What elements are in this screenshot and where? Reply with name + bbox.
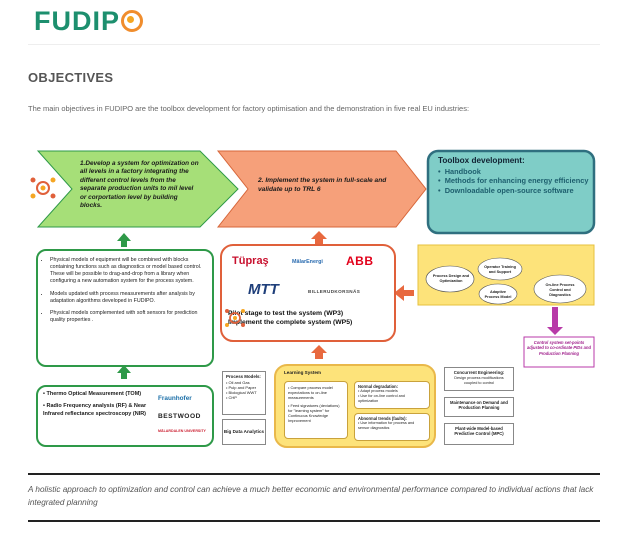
process-models-list: • Oil and Gas • Pulp and Paper • Biologi… <box>226 379 257 401</box>
toolbox-content: Toolbox development: • Handbook • Method… <box>438 156 590 195</box>
up-arrow-2 <box>117 365 131 379</box>
mdh-logo: MÄLARDALEN UNIVERSITY <box>158 429 206 433</box>
cloud-2: Operator Training and Support <box>484 265 516 274</box>
fraunhofer-logo: Fraunhofer <box>158 395 192 402</box>
learning-title: Learning System <box>284 370 322 375</box>
arrow-2-shape <box>216 150 427 228</box>
sensor-item-2: • Radio Frequency analysis (RF) & Near I… <box>43 403 147 417</box>
mpc-box: Plant-wide Model-based Predictive Contro… <box>444 423 514 445</box>
learning-left-box: • Compare process model expectations to … <box>284 381 348 439</box>
process-models-title: Process Models: <box>226 374 261 379</box>
abnormal-trends-box: Abnormal trends (faults): • Use informat… <box>354 413 430 441</box>
down-arrow <box>547 307 563 335</box>
setpoints-note-shape <box>523 336 595 368</box>
toolbox-item: • Methods for enhancing energy efficienc… <box>438 176 589 186</box>
caption-divider-bottom <box>28 520 600 522</box>
tupras-logo: Tüpraş <box>232 255 269 267</box>
objectives-figure: 1.Develop a system for optimization on a… <box>28 145 600 455</box>
caption-divider-top <box>28 473 600 475</box>
toolbox-title: Toolbox development: <box>438 156 525 165</box>
logo-text: FUDIP <box>34 6 120 36</box>
toolbox-box-shape <box>426 149 596 235</box>
big-data-box: Big Data Analytics <box>222 419 266 445</box>
up-arrow-1 <box>117 233 131 247</box>
pilot-box-shape <box>220 244 396 342</box>
sensor-item-1: • Thermo Optical Measurement (TOM) <box>43 391 142 397</box>
models-item-3: Physical models complemented with soft s… <box>50 310 206 324</box>
concurrent-engineering-box: Concurrent Engineering: Design process m… <box>444 367 514 391</box>
intro-paragraph: The main objectives in FUDIPO are the to… <box>28 104 470 113</box>
logo-circle-icon <box>121 10 143 32</box>
toolbox-item: • Handbook <box>438 167 481 176</box>
header-divider <box>28 44 600 45</box>
pilot-text: Pilot stage to test the system (WP3) Imp… <box>228 309 392 327</box>
malarenergi-logo: MälarEnergi <box>292 259 323 265</box>
pilot-line-1: Pilot stage to test the system (WP3) <box>228 310 344 317</box>
network-icon <box>30 175 56 201</box>
cloud-4: On-line Process Control and Diagnostics <box>545 283 575 297</box>
pilot-box: Tüpraş MälarEnergi ABB MTT BILLERUDKORSN… <box>228 253 392 343</box>
network-icon <box>224 307 246 329</box>
toolbox-list: • Handbook • Methods for enhancing energ… <box>438 167 590 195</box>
maintenance-box: Maintenance on Demand and Production Pla… <box>444 397 514 417</box>
big-data-label: Big Data Analytics <box>223 429 265 435</box>
sensors-box: • Thermo Optical Measurement (TOM) • Rad… <box>36 385 214 447</box>
toolbox-item: • Downloadable open-source software <box>438 185 574 195</box>
setpoints-note: Control system set-points adjusted to co… <box>527 340 591 356</box>
mtt-logo: MTT <box>248 281 279 298</box>
abb-logo: ABB <box>346 254 374 268</box>
models-item-1: Physical models of equipment will be com… <box>50 257 206 286</box>
cloud-1: Process Design and Optimization <box>432 274 470 283</box>
cloud-3: Adaptive Process Model <box>484 290 512 299</box>
arrow-1-shape <box>36 150 239 228</box>
models-item-2: Models updated with process measurements… <box>50 291 206 305</box>
arrow-1-text: 1.Develop a system for optimization on a… <box>80 160 199 210</box>
bestwood-logo: BESTWOOD <box>158 413 201 420</box>
figure-shapes <box>36 149 596 448</box>
fudipo-logo[interactable]: FUDIP <box>34 6 143 37</box>
up-arrow-4 <box>311 345 327 359</box>
up-arrow-3 <box>311 231 327 245</box>
page-title: OBJECTIVES <box>28 70 114 85</box>
models-box: Physical models of equipment will be com… <box>36 249 214 367</box>
pilot-line-2: Implement the complete system (WP5) <box>228 319 353 327</box>
normal-degradation-box: Normal degradation: • Adapt process mode… <box>354 381 430 409</box>
process-models-box: Process Models: • Oil and Gas • Pulp and… <box>222 371 266 415</box>
figure-caption: A holistic approach to optimization and … <box>28 485 594 507</box>
billerud-logo: BILLERUDKORSNÄS <box>308 289 361 294</box>
arrow-2-text: 2. Implement the system in full-scale an… <box>258 177 387 193</box>
left-arrow <box>394 285 414 301</box>
